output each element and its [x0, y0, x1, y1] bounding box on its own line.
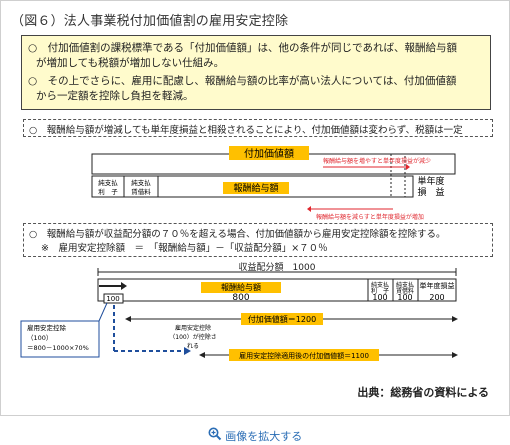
- blue-arrow-head: [184, 347, 191, 355]
- figure-title: （図６）法人事業税付加価値割の雇用安定控除: [11, 14, 289, 29]
- note-line-3: ○ その上でさらに、雇用に配慮し、報酬給与額の比率が高い法人については、付加価値…: [28, 75, 457, 87]
- rent-label-line2: 賃借料: [131, 187, 151, 196]
- section1-diagram: 付加価値額 純支払 利 子 純支払 賃借料 報酬給与額 単年度 損 益 報酬給与…: [91, 146, 456, 221]
- interest-label-line1: 純支払: [98, 178, 118, 187]
- rent-value: 100: [397, 293, 412, 302]
- magnifier-icon: [208, 427, 222, 444]
- deduct-note-line1: 雇用安定控除: [175, 324, 211, 332]
- profit-label: 単年度損益: [420, 281, 455, 290]
- rent-label-line1: 純支払: [131, 178, 151, 187]
- callout-line1: 雇用安定控除: [27, 323, 67, 332]
- compensation-label-bg: [201, 282, 281, 293]
- deduct-note-line3: れる: [187, 343, 199, 350]
- deduct-note-line2: （100）が控除さ: [169, 333, 216, 341]
- allocation-label: 収益配分額 1000: [239, 261, 316, 273]
- red-arrow-head: [307, 206, 311, 212]
- section2-diagram: 収益配分額 1000 報酬給与額 800 純支払 利 子 100 純支払 賃借料…: [20, 261, 458, 361]
- profit-label-line2: 損 益: [417, 186, 444, 198]
- note-line-1: ○ 付加価値割の課税標準である「付加価値額」は、他の条件が同じであれば、報酬給与…: [28, 42, 457, 54]
- compensation-value: 800: [232, 293, 249, 303]
- compensation-label: 報酬給与額: [221, 282, 261, 292]
- callout-pointer: [98, 302, 108, 322]
- span-arrow-left: [199, 352, 205, 358]
- marker-arrow-head: [121, 282, 127, 290]
- span-arrow-left: [125, 316, 131, 322]
- note-line-2: が増加しても税額が増加しない仕組み。: [36, 57, 225, 69]
- figure-frame: （図６）法人事業税付加価値割の雇用安定控除 ○ 付加価値割の課税標準である「付加…: [0, 0, 510, 416]
- value-added-1100-label: 雇用安定控除適用後の付加価値額＝1100: [239, 351, 369, 360]
- rent-label-line2: 賃借料: [396, 287, 414, 295]
- section1-bullet: ○ 報酬給与額が増減しても単年度損益と相殺されることにより、付加価値額は変わらず…: [29, 125, 463, 136]
- va1100-label-bg: [229, 349, 379, 361]
- section1-header-box: [23, 119, 493, 137]
- callout-box: [20, 320, 100, 358]
- summary-note-box: ○ 付加価値割の課税標準である「付加価値額」は、他の条件が同じであれば、報酬給与…: [21, 35, 491, 110]
- interest-label-line1: 純支払: [371, 281, 389, 289]
- red-note-decrease: 報酬給与額を減らすと単年度損益が増加: [316, 213, 424, 221]
- note-line-4: から一定額を控除し負担を軽減。: [36, 90, 194, 102]
- marker-box: [103, 293, 124, 304]
- compensation-label: 報酬給与額: [233, 182, 278, 194]
- section2-bullet-2: ※ 雇用安定控除額 ＝ 「報酬給与額」－「収益配分額」×７０％: [41, 243, 328, 254]
- va1200-label-bg: [241, 313, 323, 325]
- red-note-increase: 報酬給与額を増やすと単年度損益が減少: [323, 157, 431, 165]
- span-arrow-right: [452, 352, 458, 358]
- value-added-label: 付加価値額: [244, 147, 294, 160]
- section2-header-box: [23, 223, 493, 257]
- profit-value: 200: [429, 293, 444, 302]
- source-citation: 出典：総務省の資料による: [357, 386, 489, 399]
- zoom-link[interactable]: 画像を拡大する: [0, 427, 510, 444]
- interest-label-line2: 利 子: [98, 187, 118, 196]
- zoom-link-label[interactable]: 画像を拡大する: [225, 429, 303, 443]
- value-added-1200-label: 付加価値額＝1200: [248, 314, 316, 324]
- interest-value: 100: [372, 293, 387, 302]
- callout-line2: （100）: [27, 334, 52, 342]
- red-arrow-head: [406, 164, 410, 170]
- value-added-label-bg: [229, 146, 309, 160]
- section2-bullet-1: ○ 報酬給与額が収益配分額の７０％を超える場合、付加価値額から雇用安定控除額を控…: [29, 229, 446, 240]
- profit-label-line1: 単年度: [417, 175, 444, 187]
- interest-label-line2: 利 子: [371, 287, 389, 295]
- rent-label-line1: 純支払: [396, 281, 414, 289]
- span-arrow-right: [452, 316, 458, 322]
- profit-shift-box: [390, 153, 406, 198]
- compensation-label-bg: [223, 182, 289, 194]
- callout-line3: ＝800－1000×70%: [27, 344, 89, 352]
- marker-value: 100: [106, 295, 119, 303]
